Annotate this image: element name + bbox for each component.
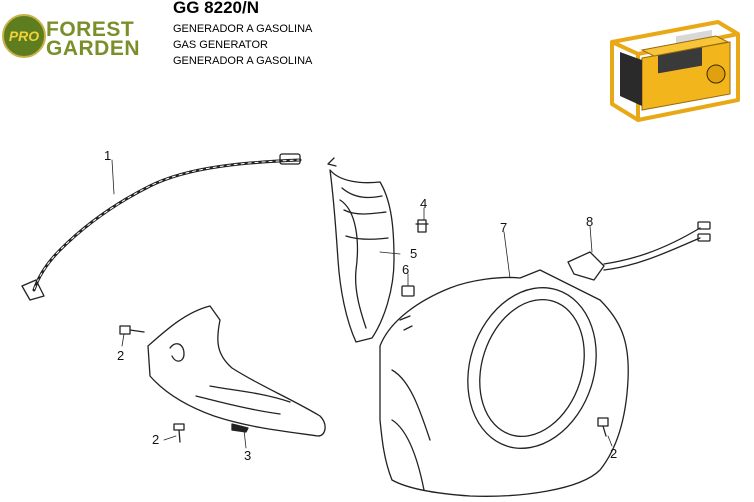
description-line-3: GENERADOR A GASOLINA [173, 55, 313, 67]
callout-5: 5 [410, 246, 417, 261]
callout-3: 3 [244, 448, 251, 463]
description-line-1: GENERADOR A GASOLINA [173, 23, 313, 35]
brand-badge-text: PRO [8, 28, 40, 44]
model-title: GG 8220/N [173, 0, 259, 17]
callout-8: 8 [586, 214, 593, 229]
part-8-switch [567, 221, 711, 281]
callout-7: 7 [500, 220, 507, 235]
part-2-bolt-left [119, 325, 145, 347]
brand-logo: PRO FOREST GARDEN [0, 8, 160, 66]
description-line-2: GAS GENERATOR [173, 39, 268, 51]
part-3-lower-shroud [147, 305, 326, 449]
part-2-bolt-bottom [163, 423, 185, 443]
part-4-screw [415, 207, 429, 233]
callout-2-bottom: 2 [152, 432, 159, 447]
exploded-parts-diagram: 1 2 2 2 3 4 5 6 7 8 [21, 148, 711, 497]
callout-6: 6 [402, 262, 409, 277]
callout-2-right: 2 [610, 446, 617, 461]
part-1-cable [21, 153, 302, 301]
brand-name-top: FOREST [46, 18, 135, 41]
part-2-bolt-right [597, 417, 613, 447]
part-7-fan-housing [379, 231, 629, 497]
callout-2-left: 2 [117, 348, 124, 363]
brand-badge: PRO [2, 14, 46, 58]
generator-body [620, 29, 731, 111]
part-5-guard-plate [327, 157, 401, 343]
callout-1: 1 [104, 148, 111, 163]
part-6-nut [401, 273, 415, 297]
callout-4: 4 [420, 196, 427, 211]
brand-name-bottom: GARDEN [46, 37, 141, 60]
generator-photo [610, 20, 740, 122]
